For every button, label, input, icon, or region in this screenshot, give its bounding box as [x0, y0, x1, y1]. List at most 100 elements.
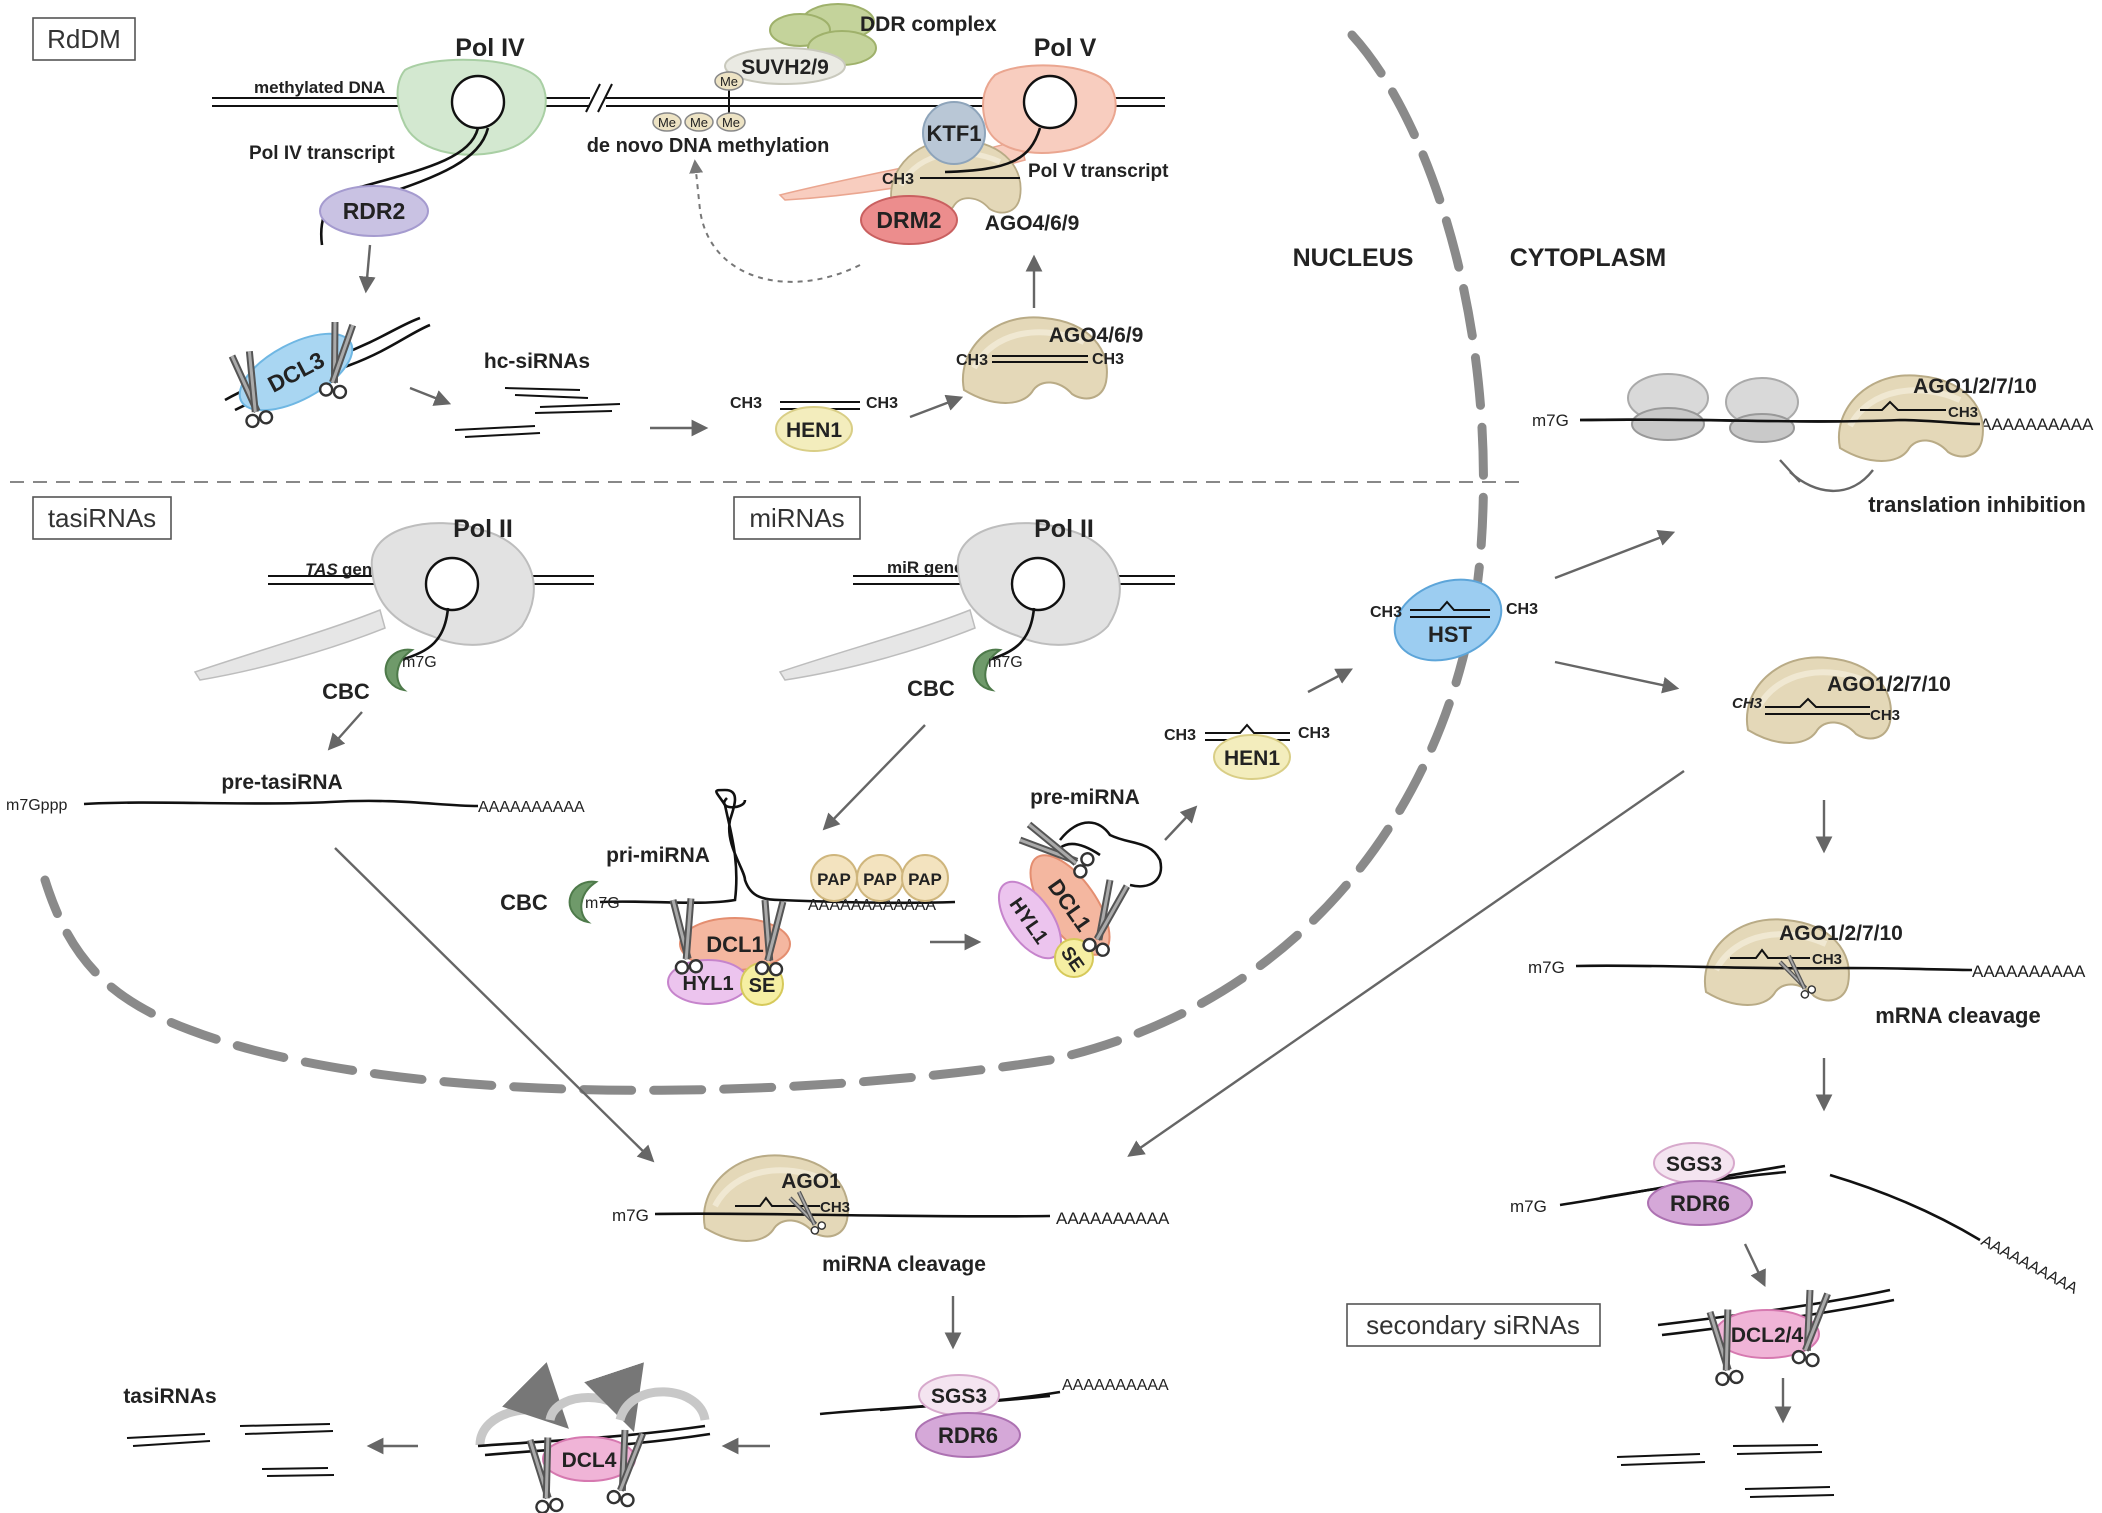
dcl3: DCL3 — [224, 316, 431, 428]
svg-text:CH3: CH3 — [1812, 951, 1842, 968]
svg-text:KTF1: KTF1 — [927, 121, 982, 146]
ribosome-1 — [1627, 373, 1709, 441]
svg-text:SGS3: SGS3 — [931, 1385, 987, 1408]
mirnas-box: miRNAs — [733, 496, 861, 540]
svg-text:DCL4: DCL4 — [562, 1449, 617, 1472]
pre-tasirna: pre-tasiRNA m7Gppp AAAAAAAAAA — [6, 771, 585, 816]
pri-mirna: pri-miRNA AAAAAAAAAAAA PAP PAP PAP DCL1 … — [599, 788, 956, 1006]
svg-text:m7G: m7G — [585, 895, 620, 912]
hen1-rddm: CH3 CH3 HEN1 — [730, 395, 898, 452]
svg-text:SUVH2/9: SUVH2/9 — [741, 56, 829, 79]
translation-inhibition: m7G AAAAAAAAAA CH3 AGO1/2/7/10 translati… — [1532, 374, 2094, 517]
svg-text:CBC: CBC — [500, 890, 548, 915]
svg-text:pre-miRNA: pre-miRNA — [1030, 786, 1140, 809]
svg-text:tasiRNAs: tasiRNAs — [123, 1385, 216, 1408]
mrna-cleavage: CH3 m7G AAAAAAAAAA AGO1/2/7/10 mRNA clea… — [1528, 919, 2086, 1028]
svg-text:Me: Me — [658, 115, 676, 130]
svg-text:CH3: CH3 — [1370, 604, 1402, 621]
pol-ii-mir: Pol II — [778, 515, 1121, 681]
ago469-effector: CH3 AGO4/6/9 — [882, 127, 1079, 235]
hen1-mir: CH3 CH3 HEN1 — [1164, 723, 1330, 780]
svg-text:pre-tasiRNA: pre-tasiRNA — [221, 771, 342, 794]
svg-text:CBC: CBC — [907, 676, 955, 701]
mirnas-label: miRNAs — [749, 503, 844, 533]
secondary-sirnas-product — [1616, 1444, 1835, 1498]
svg-text:CH3: CH3 — [1506, 601, 1538, 618]
svg-text:DCL2/4: DCL2/4 — [1731, 1324, 1804, 1347]
svg-text:PAP: PAP — [908, 870, 942, 889]
svg-text:DRM2: DRM2 — [876, 207, 941, 233]
svg-text:m7G: m7G — [1532, 411, 1569, 430]
svg-text:AAAAAAAAAA: AAAAAAAAAA — [1972, 962, 2086, 981]
methylated-dna-label: methylated DNA — [254, 78, 385, 97]
svg-text:PAP: PAP — [863, 870, 897, 889]
svg-text:AAAAAAAAAA: AAAAAAAAAA — [1978, 1233, 2080, 1298]
tasirnas-product: tasiRNAs — [123, 1385, 335, 1477]
svg-text:CBC: CBC — [322, 679, 370, 704]
rdr2: RDR2 — [319, 185, 429, 237]
svg-text:DCL1: DCL1 — [706, 932, 763, 957]
sgs3-rdr6-tas: SGS3 RDR6 AAAAAAAAAA — [819, 1374, 1169, 1458]
pap-proteins: PAP PAP PAP — [810, 854, 949, 902]
dcl24: DCL2/4 — [1657, 1289, 1895, 1385]
tasirnas-box: tasiRNAs — [32, 496, 172, 540]
cytoplasm-label: CYTOPLASM — [1510, 244, 1667, 272]
svg-text:PAP: PAP — [817, 870, 851, 889]
svg-text:AAAAAAAAAA: AAAAAAAAAA — [478, 799, 585, 816]
de-novo-methylation-label: de novo DNA methylation — [587, 135, 830, 157]
svg-text:HEN1: HEN1 — [1224, 747, 1280, 770]
svg-text:AGO4/6/9: AGO4/6/9 — [1049, 324, 1144, 347]
tasirna-pathway: TAS gene Pol II m7G CBC pre-tasiRNA m7Gp… — [6, 515, 1170, 1513]
svg-text:AAAAAAAAAA: AAAAAAAAAA — [1062, 1377, 1169, 1394]
svg-text:AGO1/2/7/10: AGO1/2/7/10 — [1827, 673, 1951, 696]
svg-text:Pol II: Pol II — [1034, 515, 1094, 543]
svg-text:CH3: CH3 — [1298, 725, 1330, 742]
svg-text:RDR2: RDR2 — [343, 198, 406, 224]
svg-text:m7G: m7G — [1510, 1197, 1547, 1216]
rddm-pathway: methylated DNA Pol IV Pol IV transcript … — [212, 3, 1169, 452]
hst: CH3 CH3 HST — [1370, 578, 1538, 662]
hc-sirnas: hc-siRNAs — [454, 350, 621, 438]
svg-text:AGO1/2/7/10: AGO1/2/7/10 — [1779, 922, 1903, 945]
svg-text:m7G: m7G — [988, 654, 1023, 671]
svg-text:translation inhibition: translation inhibition — [1868, 492, 2086, 517]
svg-text:CH3: CH3 — [882, 171, 914, 188]
pol-v-transcript-label: Pol V transcript — [1028, 161, 1169, 182]
svg-text:AAAAAAAAAA: AAAAAAAAAA — [1980, 415, 2094, 434]
ribosome-2 — [1725, 377, 1799, 443]
svg-text:CH3: CH3 — [1732, 695, 1763, 712]
svg-text:m7G: m7G — [402, 654, 437, 671]
svg-text:HYL1: HYL1 — [682, 973, 733, 995]
ago-free: CH3 CH3 AGO1/2/7/10 — [1732, 657, 1951, 743]
svg-text:miRNA cleavage: miRNA cleavage — [822, 1253, 986, 1276]
svg-text:Me: Me — [720, 74, 738, 89]
cbc-tas: m7G CBC — [322, 648, 437, 704]
ago469-loaded: CH3 CH3 AGO4/6/9 — [956, 317, 1143, 403]
svg-text:Pol II: Pol II — [453, 515, 513, 543]
cbc-pri: m7G CBC — [500, 880, 620, 924]
svg-text:m7G: m7G — [1528, 958, 1565, 977]
drm2: DRM2 — [860, 195, 958, 245]
mirna-pathway: miR gene Pol II m7G CBC pri-miRNA AAAAAA… — [500, 515, 1680, 1006]
tas-label: TAS — [305, 560, 338, 579]
svg-text:CH3: CH3 — [1870, 707, 1900, 724]
svg-text:CH3: CH3 — [1948, 404, 1978, 421]
ddr-complex: DDR complex — [769, 3, 997, 66]
svg-text:DDR complex: DDR complex — [860, 13, 997, 36]
svg-text:m7Gppp: m7Gppp — [6, 797, 67, 814]
svg-text:AGO1/2/7/10: AGO1/2/7/10 — [1913, 375, 2037, 398]
dcl4: DCL4 — [475, 1362, 711, 1513]
svg-text:m7G: m7G — [612, 1206, 649, 1225]
svg-text:SE: SE — [749, 975, 776, 997]
pol-ii-tas: Pol II — [193, 515, 535, 681]
svg-text:AGO1: AGO1 — [781, 1170, 841, 1193]
secondary-sirnas-box: secondary siRNAs — [1346, 1303, 1601, 1347]
rddm-label: RdDM — [47, 24, 121, 54]
svg-text:Me: Me — [690, 115, 708, 130]
methyl-marks: Me Me Me Me — [652, 71, 746, 132]
pol-iv: Pol IV — [396, 34, 547, 156]
svg-text:AAAAAAAAAAAA: AAAAAAAAAAAA — [808, 897, 936, 914]
svg-text:SGS3: SGS3 — [1666, 1153, 1722, 1176]
pol-iv-label: Pol IV — [455, 34, 525, 62]
